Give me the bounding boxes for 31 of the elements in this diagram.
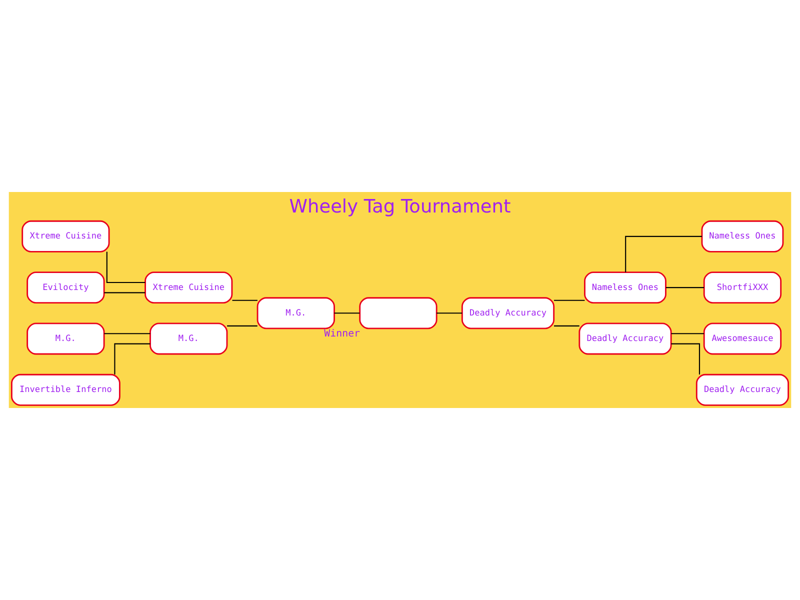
connector [671,343,700,375]
node-box: Deadly Accuracy [696,374,790,406]
node-box: M.G. [150,322,228,355]
connector [625,236,702,272]
node-box: Xtreme Cuisine [144,272,233,304]
connector [334,312,360,314]
node-box: Invertible Inferno [10,374,120,406]
node-box: Xtreme Cuisine [22,220,110,252]
connector [104,292,146,294]
node-box: ShortfiXXX [703,272,782,304]
node-label: Winner [324,328,360,340]
node-box [359,297,438,330]
connector [106,252,146,283]
connector [104,333,150,334]
node-box: Nameless Ones [701,220,784,252]
connector [554,325,580,326]
diagram-title: Wheely Tag Tournament [289,196,511,218]
node-box: M.G. [26,322,105,355]
connector [436,312,462,314]
node-box: Nameless Ones [584,272,666,304]
node-box: M.G. [256,297,335,330]
connector [114,343,150,375]
connector [232,300,258,301]
connector [666,287,704,288]
connector [554,300,585,301]
node-box: Evilocity [26,272,105,304]
connector [671,333,704,334]
node-box: Deadly Accuracy [461,297,555,330]
node-box: Deadly Accuracy [578,322,672,355]
connector [227,325,258,326]
node-box: Awesomesauce [703,322,782,355]
